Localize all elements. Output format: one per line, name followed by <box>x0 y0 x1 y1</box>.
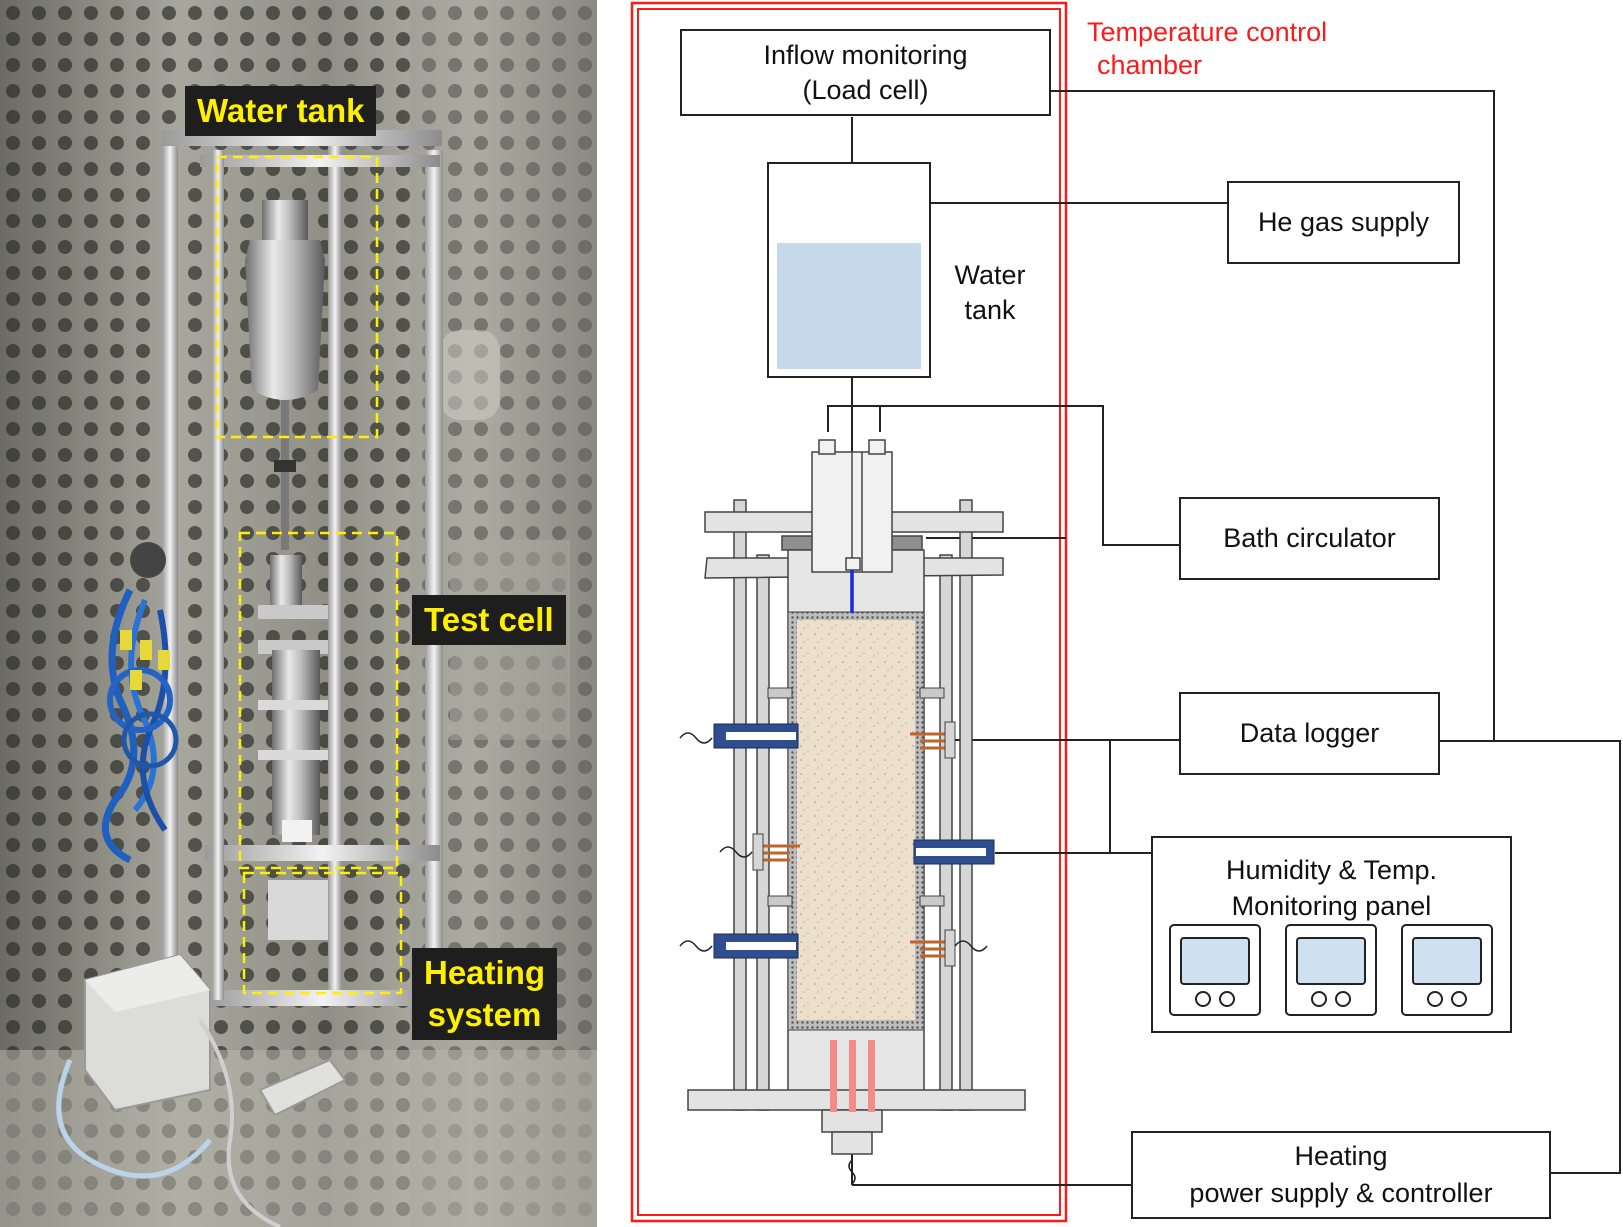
bath-circulator-label: Bath circulator <box>1223 523 1396 553</box>
test-cell-apparatus <box>679 439 1026 1185</box>
data-logger-label: Data logger <box>1239 718 1380 748</box>
chamber-title-line1: Temperature control <box>1087 17 1328 47</box>
inflow-monitoring-line2: (Load cell) <box>802 74 929 105</box>
chamber-border <box>630 1 1068 1223</box>
water-tank-label-line2: tank <box>964 295 1016 325</box>
inflow-monitoring-box: Inflow monitoring (Load cell) <box>680 29 1051 116</box>
heating-power-line1: Heating <box>1294 1141 1388 1171</box>
chamber-title-line2: chamber <box>1097 50 1203 80</box>
photo-label-heating-line2: system <box>427 996 542 1033</box>
photo-label-heating-line1: Heating <box>424 954 546 991</box>
data-logger-box: Data logger <box>1179 692 1440 775</box>
he-gas-supply-label: He gas supply <box>1257 207 1430 237</box>
heating-power-line2: power supply & controller <box>1189 1178 1493 1208</box>
water-tank-label-line1: Water <box>954 260 1026 290</box>
he-gas-supply-box: He gas supply <box>1227 181 1460 264</box>
photo-label-heating-system: Heating system <box>412 948 558 1040</box>
water-level <box>777 243 921 369</box>
heating-power-supply-box: Heating power supply & controller <box>1131 1131 1551 1219</box>
inflow-monitoring-line1: Inflow monitoring <box>763 39 968 70</box>
monitoring-panel-box: Humidity & Temp. Monitoring panel <box>1151 836 1512 1033</box>
bath-circulator-box: Bath circulator <box>1179 497 1440 580</box>
photo-label-water-tank: Water tank <box>185 86 377 136</box>
photo-label-test-cell: Test cell <box>412 595 566 645</box>
monitoring-panel-line1: Humidity & Temp. <box>1225 855 1438 885</box>
water-tank-label: Water tank <box>935 258 1045 328</box>
monitoring-panel-devices <box>1169 924 1493 1016</box>
monitoring-panel-title: Humidity & Temp. Monitoring panel <box>1226 852 1437 924</box>
chamber-title: Temperature control chamber <box>1087 16 1327 82</box>
monitoring-panel-line2: Monitoring panel <box>1231 891 1432 921</box>
